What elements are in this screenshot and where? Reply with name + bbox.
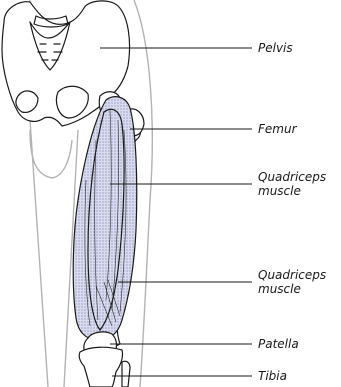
- tibia-bone: [79, 347, 122, 387]
- tibia-label: Tibia: [258, 369, 287, 383]
- quadriceps-lower-label: Quadriceps muscle: [258, 268, 326, 296]
- fibula-bone: [122, 361, 130, 387]
- femur-label: Femur: [258, 122, 297, 136]
- patella-label: Patella: [258, 337, 299, 351]
- pelvis-label: Pelvis: [258, 41, 293, 55]
- left-inner-leg-outline: [30, 130, 72, 178]
- quadriceps-upper-label: Quadriceps muscle: [258, 170, 326, 198]
